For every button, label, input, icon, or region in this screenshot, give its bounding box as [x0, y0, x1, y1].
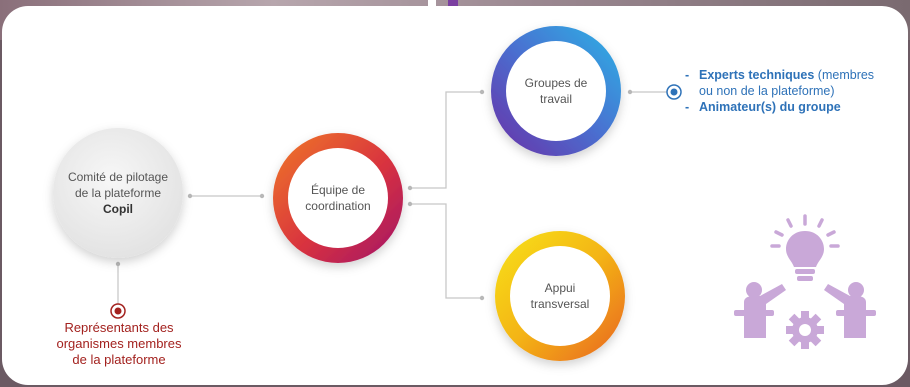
- lightbulb-teamwork-icon: [730, 212, 880, 362]
- node-support-line1: Appui: [544, 281, 576, 295]
- groups-note-item2-bold: Animateur(s) du groupe: [699, 100, 841, 114]
- groups-note-item1-rest2: ou non de la plateforme): [699, 84, 835, 98]
- groups-note-item1-text: Experts techniques (membres ou non de la…: [699, 67, 874, 99]
- connector-dot: [187, 193, 193, 199]
- node-groups-line2: travail: [539, 92, 572, 106]
- connector-dot: [407, 185, 413, 191]
- node-copil-line2: de la plateforme: [74, 186, 162, 200]
- copil-note: Représentants des organismes membres de …: [34, 320, 204, 368]
- bullet-dash: -: [685, 68, 690, 82]
- node-coordination-circle: [273, 133, 403, 263]
- copil-note-line2: organismes membres: [56, 336, 182, 351]
- bullet-dash: -: [685, 100, 690, 114]
- connector-dot: [115, 261, 121, 267]
- node-copil-label: Comité de pilotage de la plateforme Copi…: [53, 128, 183, 258]
- connector-dots: [115, 89, 633, 301]
- groups-note-item1-rest: (membres: [814, 68, 875, 82]
- groups-note-item2: - Animateur(s) du groupe: [685, 99, 900, 115]
- connectors: [117, 91, 670, 304]
- node-groups-label: Groupes de travail: [506, 41, 606, 141]
- node-copil-line3: Copil: [103, 202, 133, 216]
- connector-dot: [479, 89, 485, 95]
- node-support-line2: transversal: [530, 297, 590, 311]
- groups-note-item1: - Experts techniques (membres ou non de …: [685, 67, 900, 99]
- node-groups-line1: Groupes de: [524, 76, 588, 90]
- connector-dot: [479, 295, 485, 301]
- node-copil: Comité de pilotage de la plateforme Copi…: [53, 128, 183, 258]
- groups-note-marker: [666, 84, 682, 100]
- groups-note-item1-bold: Experts techniques: [699, 68, 815, 82]
- node-coordination-line1: Équipe de: [310, 183, 366, 197]
- connector-dot: [407, 201, 413, 207]
- node-support: Appui transversal: [510, 246, 610, 346]
- connector-dot: [259, 193, 265, 199]
- node-copil-circle: [53, 128, 183, 258]
- node-groups-circle: [491, 26, 621, 156]
- node-coordination-line2: coordination: [305, 199, 371, 213]
- groups-note: - Experts techniques (membres ou non de …: [685, 67, 900, 115]
- connector-coordination-support: [410, 203, 482, 299]
- background-accent: [448, 0, 458, 10]
- copil-note-line1: Représentants des: [64, 320, 174, 335]
- node-groups: Groupes de travail: [506, 41, 606, 141]
- node-coordination-label: Équipe de coordination: [288, 148, 388, 248]
- node-support-label: Appui transversal: [510, 246, 610, 346]
- node-copil-line1: Comité de pilotage: [67, 170, 169, 184]
- copil-note-line3: de la plateforme: [72, 352, 166, 367]
- node-support-circle: [495, 231, 625, 361]
- copil-note-marker: [110, 303, 126, 319]
- connector-dot: [627, 89, 633, 95]
- connector-coordination-groups: [410, 91, 482, 189]
- node-coordination: Équipe de coordination: [288, 148, 388, 248]
